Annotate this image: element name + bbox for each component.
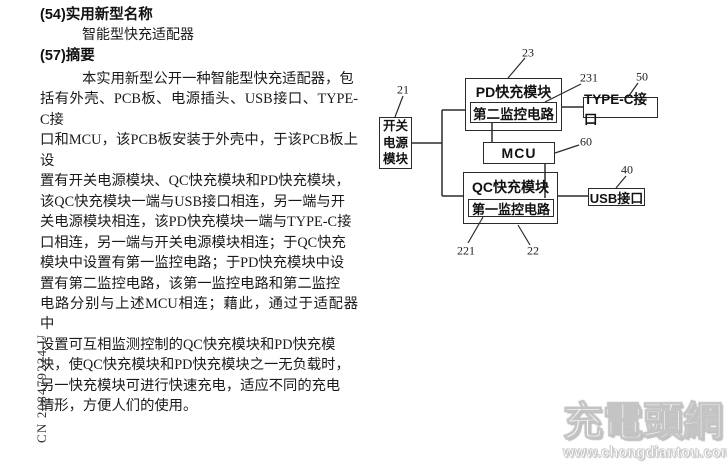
abstract-text: 本实用新型公开一种智能型快充适配器，包 括有外壳、PCB板、电源插头、USB接口… bbox=[40, 71, 358, 415]
field-57-heading: (57)摘要 bbox=[40, 48, 95, 64]
leader-line-60 bbox=[554, 144, 580, 154]
ref-numeral-22: 22 bbox=[527, 243, 539, 258]
bibliographic-text-column: (54)实用新型名称 智能型快充适配器 (57)摘要 本实用新型公开一种智能型快… bbox=[40, 5, 358, 417]
leader-line-40 bbox=[615, 175, 627, 189]
pd-fast-charge-module-box: PD快充模块 第二监控电路 bbox=[465, 78, 562, 131]
type-c-port-label: TYPE-C接口 bbox=[584, 91, 648, 127]
leader-line-50 bbox=[627, 82, 639, 98]
ref-numeral-221: 221 bbox=[457, 243, 475, 258]
first-monitor-circuit-box: 第一监控电路 bbox=[468, 199, 554, 217]
ref-numeral-40: 40 bbox=[621, 162, 633, 177]
watermark: 充電頭網 www.chongdiantou.com bbox=[563, 400, 727, 462]
ref-numeral-231: 231 bbox=[580, 70, 598, 85]
type-c-port-box: TYPE-C接口 bbox=[583, 92, 658, 127]
ref-numeral-23: 23 bbox=[522, 45, 534, 60]
watermark-url: www.chongdiantou.com bbox=[563, 445, 727, 462]
switch-power-module-label: 开关 电源 模块 bbox=[382, 119, 408, 167]
usb-port-label: USB接口 bbox=[589, 190, 644, 206]
switch-power-module-box: 开关 电源 模块 bbox=[379, 117, 412, 169]
second-monitor-circuit-label: 第二监控电路 bbox=[473, 106, 554, 122]
first-monitor-circuit-label: 第一监控电路 bbox=[471, 201, 550, 217]
qc-fast-charge-module-box: QC快充模块 第一监控电路 bbox=[463, 172, 558, 224]
utility-model-title: 智能型快充适配器 bbox=[82, 28, 194, 43]
qc-fast-charge-module-label: QC快充模块 bbox=[472, 179, 549, 195]
leader-line-231 bbox=[544, 83, 582, 103]
leader-line-21 bbox=[394, 95, 404, 118]
publication-number: CN 208479224 U bbox=[34, 333, 49, 443]
mcu-box: MCU bbox=[483, 142, 555, 164]
ref-numeral-50: 50 bbox=[636, 69, 648, 84]
leader-line-22 bbox=[517, 224, 531, 246]
pd-fast-charge-module-label: PD快充模块 bbox=[475, 84, 552, 100]
diagram-lines bbox=[394, 57, 639, 246]
mcu-label: MCU bbox=[501, 145, 537, 161]
ref-numeral-60: 60 bbox=[580, 134, 592, 149]
block-diagram: 开关 电源 模块 PD快充模块 第二监控电路 MCU QC快充模块 第一监控电路… bbox=[370, 40, 727, 275]
leader-line-23 bbox=[507, 57, 526, 79]
field-54-heading: (54)实用新型名称 bbox=[40, 7, 153, 23]
second-monitor-circuit-box: 第二监控电路 bbox=[470, 102, 557, 123]
leader-line-221 bbox=[467, 216, 484, 244]
watermark-logo: 充電頭網 bbox=[563, 400, 724, 445]
usb-port-box: USB接口 bbox=[588, 188, 645, 206]
ref-numeral-21: 21 bbox=[397, 82, 409, 97]
